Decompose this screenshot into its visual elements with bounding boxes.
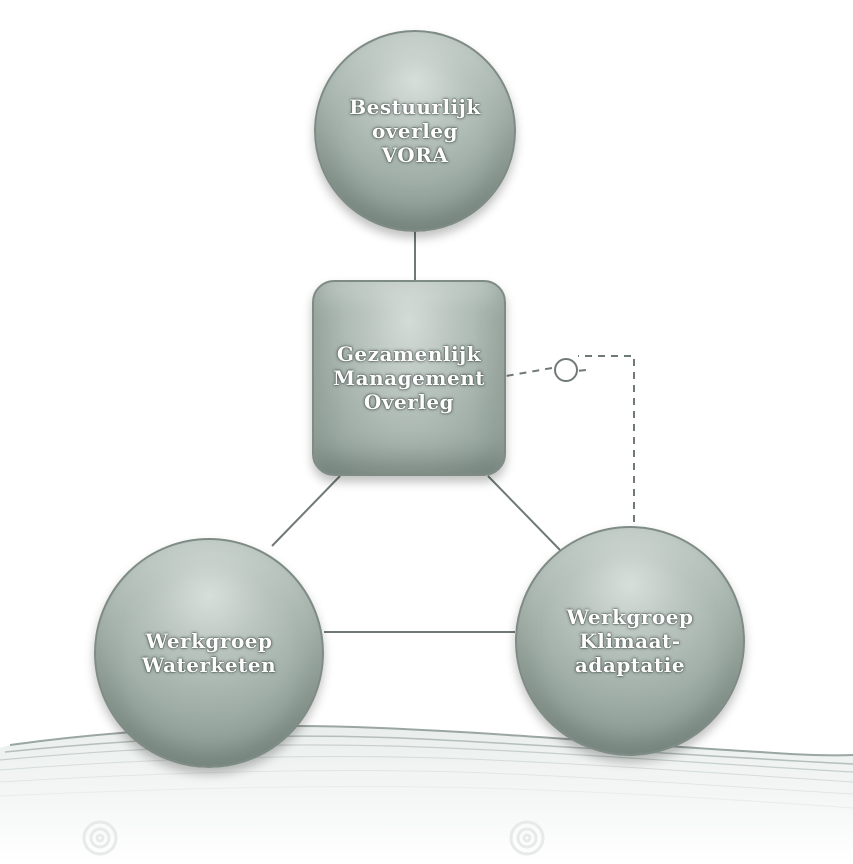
edge-gmo-klimaat [487, 475, 561, 551]
edge-gmo-waterketen [271, 475, 341, 547]
node-werkgroep-waterketen: Werkgroep Waterketen [94, 538, 324, 768]
node-werkgroep-klimaatadaptatie: Werkgroep Klimaat- adaptatie [515, 526, 745, 756]
node-label: Gezamenlijk Management Overleg [333, 342, 485, 414]
dashed-edge-circle-marker [554, 358, 578, 382]
node-label: Werkgroep Klimaat- adaptatie [566, 605, 694, 677]
node-label: Bestuurlijk overleg VORA [349, 95, 481, 167]
watermark-spiral-left [82, 820, 118, 856]
watermark-spiral-right [509, 820, 545, 856]
node-label: Werkgroep Waterketen [141, 629, 277, 677]
node-bestuurlijk-overleg-vora: Bestuurlijk overleg VORA [314, 30, 516, 232]
water-wave-decoration [0, 725, 853, 864]
node-gezamenlijk-management-overleg: Gezamenlijk Management Overleg [312, 280, 506, 476]
